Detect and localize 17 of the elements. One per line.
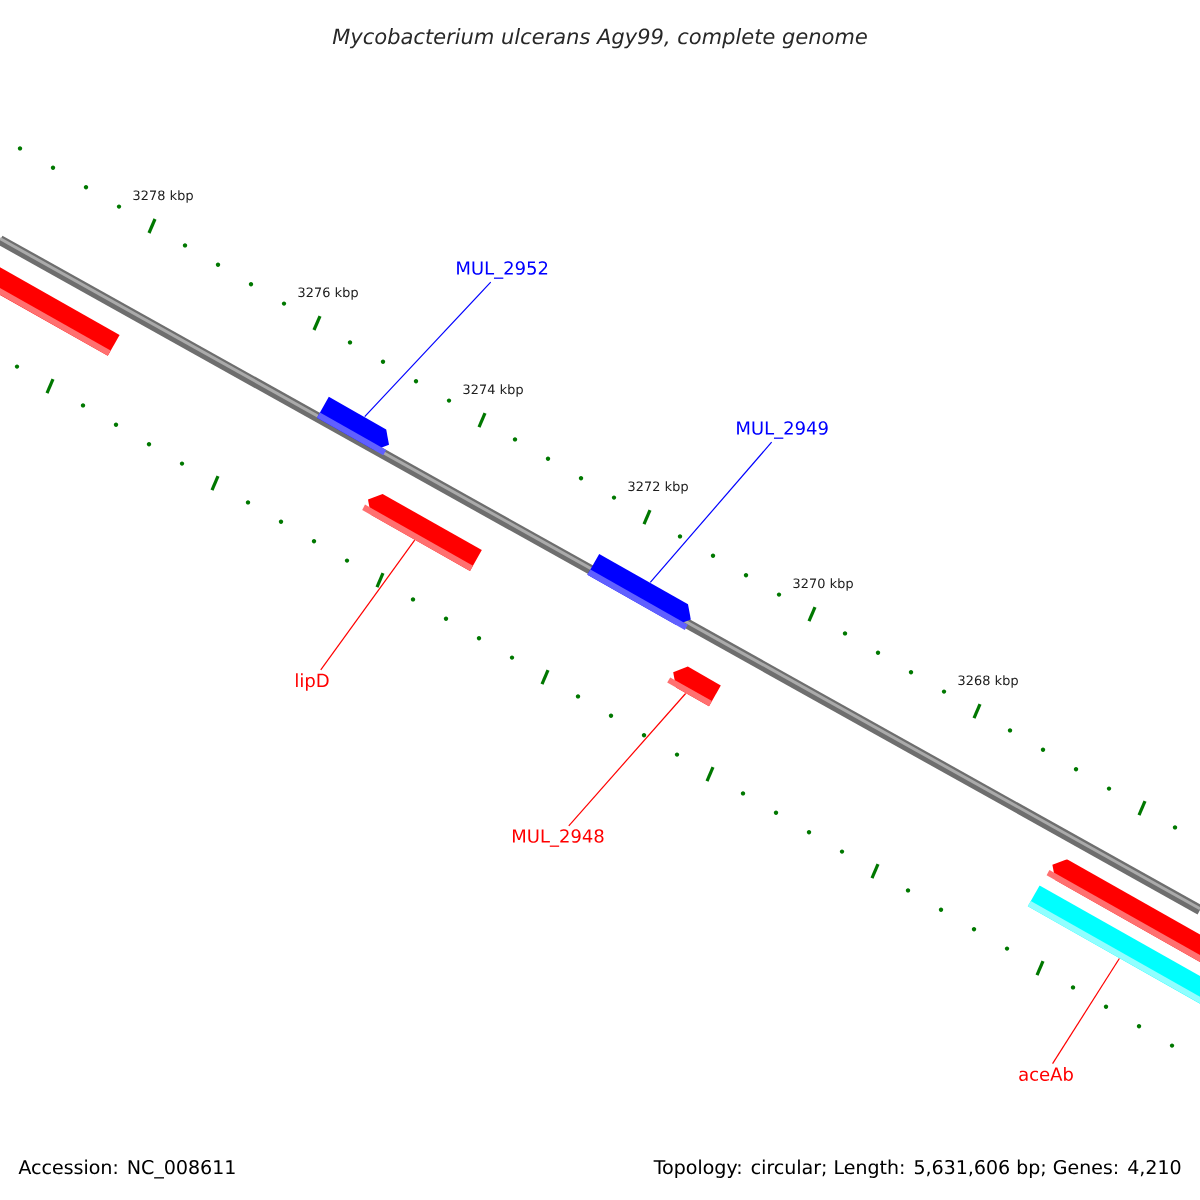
gene-arrow: [587, 554, 691, 630]
gene-arrow: [667, 666, 721, 707]
leader-line: [364, 281, 492, 418]
accession-text: Accession: NC_008611: [18, 1159, 235, 1179]
gene-label: MUL_2949: [737, 421, 828, 439]
leader-line: [568, 692, 687, 827]
title: Mycobacterium ulcerans Agy99, complete genome: [332, 28, 867, 49]
leader-line: [1052, 957, 1120, 1065]
gene-arrow: [317, 396, 389, 456]
gene-label: MUL_2948: [513, 829, 604, 847]
gene-arrow: [362, 494, 482, 571]
gene-label: MUL_2952: [457, 261, 548, 279]
gene-label: lipD: [296, 673, 329, 691]
leader-line: [649, 441, 773, 584]
leader-line: [320, 539, 416, 671]
gene-label: aceAb: [1019, 1067, 1073, 1081]
genome-info-text: Topology: circular; Length: 5,631,606 bp; Genes: 4,210: [653, 1159, 1181, 1178]
